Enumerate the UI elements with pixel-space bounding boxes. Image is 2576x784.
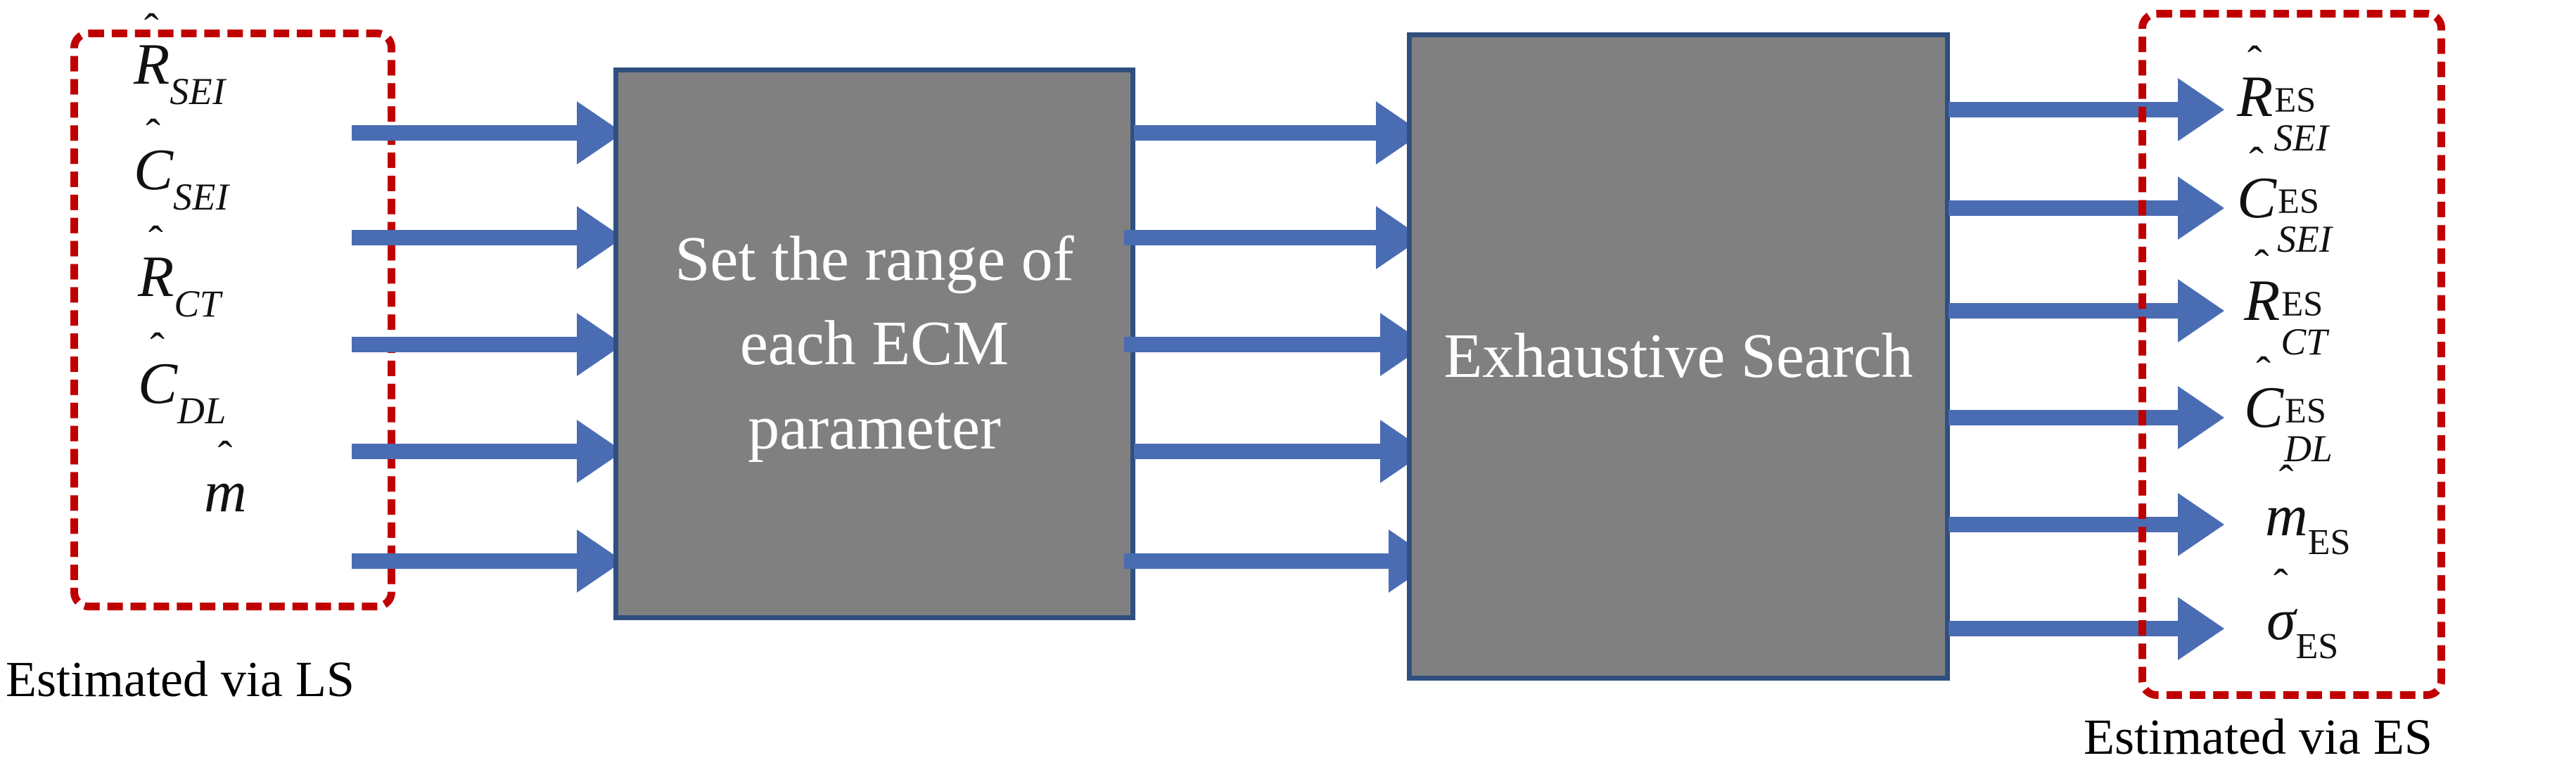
- arrow-box2-to-output-m-es: [1949, 492, 2224, 557]
- process-box-set-range[interactable]: Set the range of each ECM parameter: [613, 68, 1135, 620]
- process-box-exhaustive-search-label: Exhaustive Search: [1443, 321, 1913, 392]
- es-group-caption: Estimated via ES: [2084, 709, 2432, 765]
- arrow-input-r-ct-to-box1: [352, 312, 623, 377]
- arrow-box2-to-output-sigma-es: [1949, 596, 2224, 661]
- arrow-input-c-sei-to-box1: [352, 205, 623, 270]
- arrow-box1-to-box2-5: [1124, 529, 1435, 593]
- arrow-input-r-sei-to-box1: [352, 101, 623, 165]
- arrow-box1-to-box2-4: [1134, 419, 1427, 484]
- arrow-box2-to-output-c-dl-es: [1949, 385, 2224, 450]
- ls-group-dashed-box: [70, 30, 395, 610]
- arrow-box1-to-box2-1: [1134, 101, 1422, 165]
- arrow-box1-to-box2-3: [1124, 312, 1427, 377]
- arrow-box2-to-output-r-ct-es: [1949, 278, 2224, 343]
- process-box-exhaustive-search[interactable]: Exhaustive Search: [1407, 32, 1950, 681]
- arrow-box2-to-output-c-sei-es: [1949, 176, 2224, 240]
- arrow-input-m-to-box1: [352, 529, 623, 593]
- process-box-set-range-label: Set the range of each ECM parameter: [675, 224, 1074, 463]
- ls-group-caption: Estimated via LS: [6, 651, 355, 707]
- es-group-dashed-box: [2138, 10, 2445, 699]
- arrow-input-c-dl-to-box1: [352, 419, 623, 484]
- arrow-box1-to-box2-2: [1124, 205, 1422, 270]
- arrow-box2-to-output-r-sei-es: [1949, 77, 2224, 142]
